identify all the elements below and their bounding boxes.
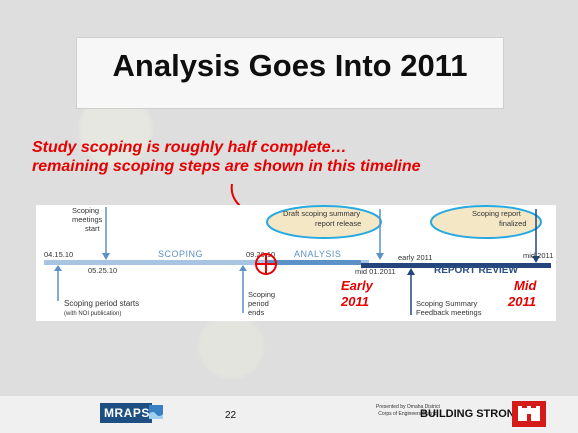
- timeline-bar-report-review: [361, 263, 551, 268]
- title-box: Analysis Goes Into 2011: [76, 37, 504, 109]
- draft-summary-ellipse: [266, 205, 382, 239]
- period-ends-line2: period: [248, 299, 269, 308]
- draft-summary-line2: report release: [315, 219, 361, 228]
- summary-feedback-line2: Feedback meetings: [416, 308, 482, 317]
- mraps-logo: MRAPS: [100, 403, 152, 423]
- building-strong-slogan: BUILDING STRONG®: [420, 408, 532, 420]
- summary-feedback-line1: Scoping Summary: [416, 299, 478, 308]
- presented-by: Presented by Omaha District Corps of Eng…: [376, 404, 440, 417]
- phase-scoping: SCOPING: [158, 249, 203, 259]
- date-mid01: mid 01.2011: [355, 267, 396, 276]
- early-2011-line2: 2011: [340, 294, 369, 309]
- period-starts-line1: Scoping period starts: [64, 299, 139, 308]
- draft-summary-line1: Draft scoping summary: [283, 209, 360, 218]
- timeline-graphic: Scoping meetings start 04.15.10 05.25.10…: [44, 205, 553, 317]
- timeline-bar-scoping: [44, 260, 369, 265]
- scoping-meetings-start-label: Scoping meetings start: [72, 206, 103, 233]
- early-2011-line1: Early: [341, 278, 374, 293]
- slide-title: Analysis Goes Into 2011: [112, 48, 468, 83]
- phase-report-review: REPORT REVIEW: [434, 265, 518, 276]
- callout-text: Study scoping is roughly half complete… …: [32, 138, 552, 176]
- phase-analysis: ANALYSIS: [294, 249, 341, 259]
- mid-2011-line1: Mid: [514, 278, 537, 293]
- scoping-report-ellipse: [430, 205, 542, 239]
- timeline-bar-analysis: [266, 260, 361, 265]
- date-mid2011: mid 2011: [523, 251, 553, 260]
- page-number: 22: [225, 410, 237, 421]
- callout-line-1: Study scoping is roughly half complete…: [32, 139, 347, 156]
- period-ends-line1: Scoping: [248, 290, 275, 299]
- period-ends-line3: ends: [248, 308, 265, 317]
- footer-bar: [0, 396, 578, 433]
- svg-text:start: start: [85, 224, 101, 233]
- timeline-panel: Scoping meetings start 04.15.10 05.25.10…: [36, 205, 556, 321]
- scoping-report-line1: Scoping report: [472, 209, 522, 218]
- svg-text:meetings: meetings: [72, 215, 103, 224]
- scoping-report-line2: finalized: [499, 219, 527, 228]
- date-start: 04.15.10: [44, 250, 73, 259]
- mraps-wave-icon: [149, 405, 163, 419]
- date-early: early 2011: [398, 253, 432, 262]
- period-starts-line2: (with NOI publication): [64, 311, 121, 317]
- usace-castle-icon: [512, 401, 546, 427]
- date-meetings: 05.25.10: [88, 266, 117, 275]
- mid-2011-line2: 2011: [507, 294, 536, 309]
- callout-line-2: remaining scoping steps are shown in thi…: [32, 158, 421, 175]
- svg-text:Scoping: Scoping: [72, 206, 99, 215]
